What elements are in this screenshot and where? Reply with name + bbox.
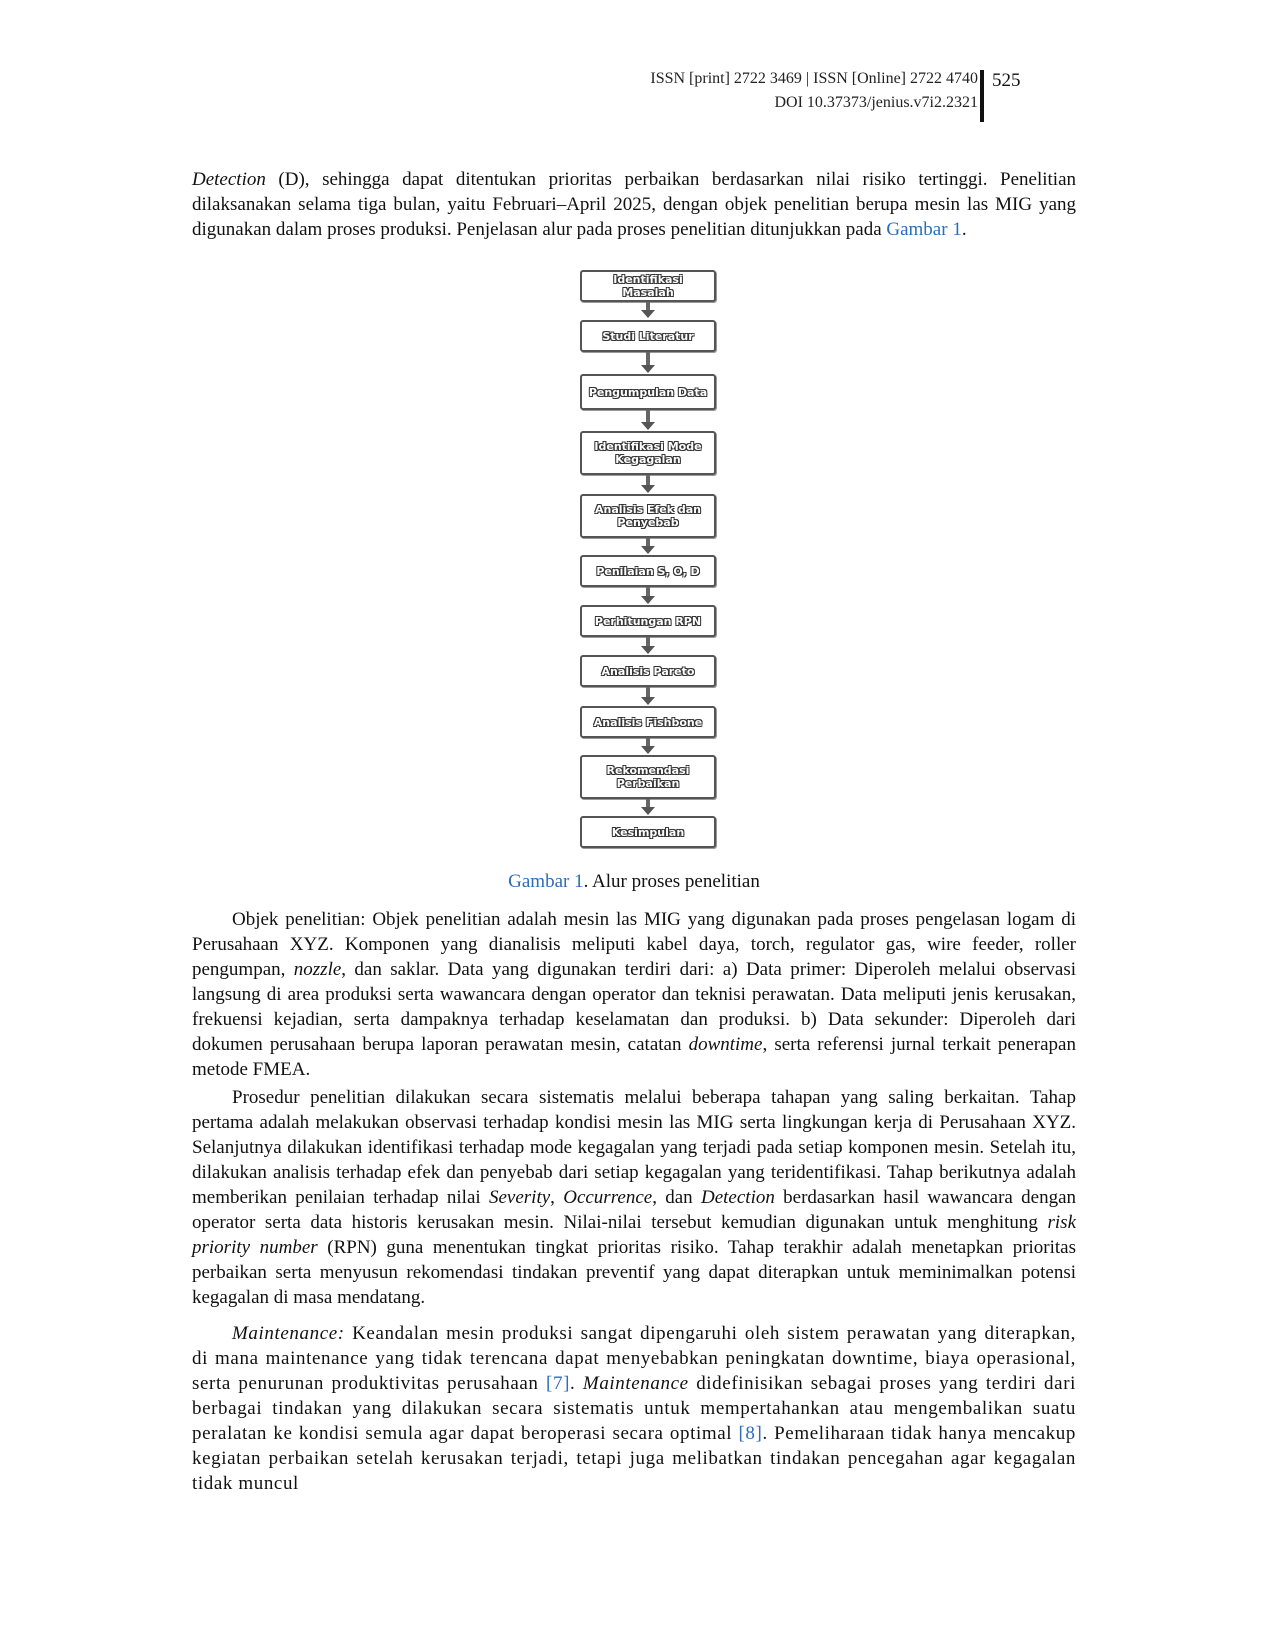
term-nozzle: nozzle <box>293 959 342 980</box>
flow-arrow <box>641 587 655 604</box>
flow-step-7: Perhitungan RPN <box>580 605 716 637</box>
term-severity: Severity <box>488 1187 551 1208</box>
flow-step-5: Analisis Efek dan Penyebab <box>580 494 716 538</box>
paragraph-text: , dan saklar. Data yang digunakan terdir… <box>192 959 1076 1055</box>
doi-line: DOI 10.37373/jenius.v7i2.2321 <box>774 94 978 111</box>
term-detection: Detection <box>192 169 266 190</box>
term-downtime: downtime <box>688 1034 763 1055</box>
flow-arrow <box>641 738 655 754</box>
paragraph-procedure: Prosedur penelitian dilakukan secara sis… <box>192 1085 1076 1310</box>
caption-text: . Alur proses penelitian <box>583 871 760 892</box>
flow-step-10: Rekomendasi Perbaikan <box>580 755 716 799</box>
flow-arrow <box>641 302 655 318</box>
flow-step-6: Penilaian S, O, D <box>580 555 716 587</box>
paragraph-text: , serta referensi jurnal terkait penerap… <box>192 1034 1076 1080</box>
paragraph-text: Keandalan mesin produksi sangat dipengar… <box>192 1323 1076 1394</box>
term-occurrence: Occurrence <box>563 1187 653 1208</box>
paragraph-text: berdasarkan hasil wawancara dengan opera… <box>192 1187 1077 1233</box>
paragraph-text: . Pemeliharaan tidak hanya mencakup kegi… <box>192 1423 1076 1494</box>
research-flowchart: Identifikasi Masalah Studi Literatur Pen… <box>580 270 720 870</box>
paragraph-text: didefinisikan sebagai proses yang terdir… <box>192 1373 1076 1444</box>
flow-arrow <box>641 799 655 815</box>
figure-reference-link[interactable]: Gambar 1 <box>886 219 962 240</box>
figure-caption: Gambar 1. Alur proses penelitian <box>192 871 1076 893</box>
paragraph-research-object: Objek penelitian: Objek penelitian adala… <box>192 907 1076 1082</box>
page-header: ISSN [print] 2722 3469 | ISSN [Online] 2… <box>560 70 1030 130</box>
paragraph-maintenance: Maintenance: Keandalan mesin produksi sa… <box>192 1321 1076 1496</box>
paragraph-text: (RPN) guna menentukan tingkat prioritas … <box>192 1237 1077 1308</box>
citation-link[interactable]: [8] <box>738 1423 763 1444</box>
page-number: 525 <box>992 70 1021 91</box>
header-divider <box>980 70 984 122</box>
term-detection: Detection <box>700 1187 775 1208</box>
paragraph-text: (D), sehingga dapat ditentukan prioritas… <box>192 169 1076 240</box>
flow-arrow <box>641 475 655 493</box>
flow-step-11: Kesimpulan <box>580 816 716 848</box>
citation-link[interactable]: [7] <box>546 1373 571 1394</box>
flow-arrow <box>641 687 655 705</box>
paragraph-text: Prosedur penelitian dilakukan secara sis… <box>192 1087 1076 1208</box>
flow-arrow <box>641 538 655 554</box>
flow-step-9: Analisis Fishbone <box>580 706 716 738</box>
issn-line: ISSN [print] 2722 3469 | ISSN [Online] 2… <box>650 70 978 87</box>
flow-step-2: Studi Literatur <box>580 320 716 352</box>
paragraph-text: , <box>550 1187 564 1208</box>
flow-step-4: Identifikasi Mode Kegagalan <box>580 431 716 475</box>
figure-label-link[interactable]: Gambar 1 <box>508 871 584 892</box>
term-rpn: risk priority number <box>192 1212 1076 1258</box>
flow-arrow <box>641 410 655 430</box>
flow-step-1: Identifikasi Masalah <box>580 270 716 302</box>
flow-step-3: Pengumpulan Data <box>580 374 716 410</box>
flow-step-8: Analisis Pareto <box>580 655 716 687</box>
paragraph-intro: Detection (D), sehingga dapat ditentukan… <box>192 167 1076 242</box>
paragraph-text: . <box>961 219 967 240</box>
flow-arrow <box>641 352 655 373</box>
paragraph-text: Objek penelitian: Objek penelitian adala… <box>192 909 1076 980</box>
flow-arrow <box>641 637 655 654</box>
term-maintenance: Maintenance <box>582 1373 689 1394</box>
paragraph-text: , dan <box>652 1187 701 1208</box>
term-maintenance: Maintenance: <box>232 1323 345 1344</box>
paragraph-text: . <box>570 1373 583 1394</box>
